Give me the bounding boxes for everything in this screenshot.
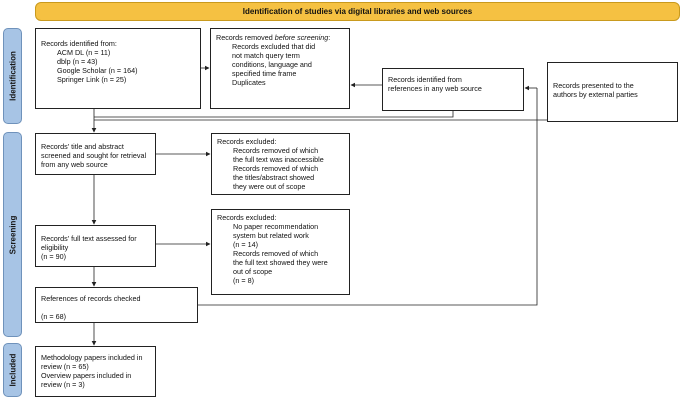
records-excluded-box-1: Records excluded: Records removed of whi… [211,133,350,195]
excluded-item: (n = 8) [233,276,254,285]
phase-screening: Screening [3,132,22,337]
box-line: Methodology papers included in [41,353,143,362]
full-text-box: Records' full text assessed for eligibil… [35,225,156,267]
box-heading: Records excluded: [217,213,277,222]
records-identified-box: Records identified from: ACM DL (n = 11)… [35,28,201,109]
source-item: Google Scholar (n = 164) [57,66,138,75]
box-line: Records' full text assessed for [41,234,137,243]
box-line: review (n = 65) [41,362,89,371]
title-abstract-box: Records' title and abstract screened and… [35,133,156,175]
external-parties-box: Records presented to the authors by exte… [547,62,678,122]
excluded-item: (n = 14) [233,240,258,249]
excluded-item: out of scope [233,267,273,276]
box-heading: Records identified from: [41,39,117,48]
box-line: Overview papers included in [41,371,132,380]
excluded-item: system but related work [233,231,309,240]
excluded-item: the full text was inaccessible [233,155,324,164]
phase-identification: Identification [3,28,22,124]
header-title: Identification of studies via digital li… [242,7,473,16]
web-source-box: Records identified from references in an… [382,68,524,111]
records-excluded-box-2: Records excluded: No paper recommendatio… [211,209,350,295]
removed-item: not match query term [232,51,300,60]
removed-item: Duplicates [232,78,266,87]
records-removed-box: Records removed before screening: Record… [210,28,350,109]
box-line: (n = 90) [41,252,66,261]
source-item: ACM DL (n = 11) [57,48,111,57]
excluded-item: No paper recommendation [233,222,319,231]
source-item: Springer Link (n = 25) [57,75,127,84]
removed-item: conditions, language and [232,60,312,69]
excluded-item: Records removed of which [233,146,319,155]
identification-header: Identification of studies via digital li… [35,2,680,21]
source-item: dblp (n = 43) [57,57,98,66]
box-line: Records identified from [388,75,462,84]
box-line: review (n = 3) [41,380,85,389]
references-checked-box: References of records checked (n = 68) [35,287,198,323]
removed-item: specified time frame [232,69,297,78]
box-line: (n = 68) [41,312,66,321]
box-line: references in any web source [388,84,482,93]
removed-item: Records excluded that did [232,42,316,51]
excluded-item: the full text showed they were [233,258,328,267]
box-line: authors by external parties [553,90,638,99]
excluded-item: Records removed of which [233,249,319,258]
included-papers-box: Methodology papers included in review (n… [35,346,156,397]
box-line: Records' title and abstract [41,142,124,151]
box-heading: Records removed before screening: [216,33,331,42]
connector-web-source [94,111,454,118]
box-heading: Records excluded: [217,137,277,146]
excluded-item: they were out of scope [233,182,306,191]
box-line: Records presented to the [553,81,634,90]
connector-references-loop [198,88,538,306]
excluded-item: Records removed of which [233,164,319,173]
excluded-item: the titles/abstract showed [233,173,315,182]
box-line: eligibility [41,243,69,252]
box-line: screened and sought for retrieval [41,151,147,160]
box-line: References of records checked [41,294,141,303]
phase-included: Included [3,343,22,397]
box-line: from any web source [41,160,108,169]
